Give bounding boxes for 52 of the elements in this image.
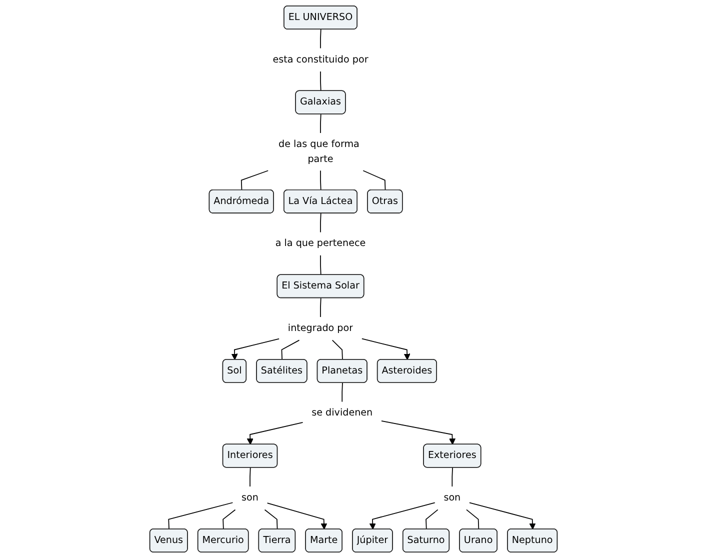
- connector-line: [362, 170, 386, 191]
- concept-box: Sol: [222, 358, 247, 383]
- concept-box: Otras: [367, 189, 403, 214]
- connector-line: [426, 509, 438, 530]
- connector-line: [320, 298, 322, 318]
- concept-box: Marte: [305, 528, 342, 552]
- connector-line: [264, 509, 278, 530]
- concept-box: Neptuno: [507, 528, 558, 552]
- concept-box: Galaxias: [295, 90, 346, 114]
- arrow: [231, 338, 280, 360]
- connector-line: [320, 212, 322, 233]
- linking-phrase: de las que forma parte: [278, 138, 360, 164]
- linking-phrase: son: [444, 492, 461, 504]
- linking-phrase: integrado por: [288, 322, 354, 334]
- connector-line: [168, 502, 234, 530]
- connector-line: [342, 382, 343, 402]
- linking-phrase: se dividenen: [312, 408, 373, 419]
- concept-box: Satélites: [256, 358, 308, 383]
- concept-box: Andrómeda: [208, 189, 274, 214]
- arrow: [361, 338, 410, 360]
- arrow: [369, 502, 436, 530]
- connector-line: [222, 509, 236, 530]
- concept-box: Tierra: [258, 528, 296, 552]
- concept-box: EL UNIVERSO: [284, 6, 358, 30]
- connector-line: [320, 71, 322, 92]
- concept-box: Saturno: [402, 528, 450, 552]
- concept-box: Urano: [459, 528, 498, 552]
- concept-box: La Vía Láctea: [284, 189, 358, 214]
- concept-box: Planetas: [316, 358, 368, 383]
- concept-box: Exteriores: [423, 444, 482, 468]
- connector-line: [320, 29, 322, 49]
- arrow: [266, 502, 328, 530]
- connector-line: [320, 254, 322, 276]
- arrow: [469, 502, 536, 530]
- connector-line: [320, 170, 322, 191]
- linking-phrase: son: [242, 492, 258, 504]
- connector-line: [332, 340, 343, 360]
- arrow: [246, 422, 304, 445]
- connector-line: [320, 114, 322, 134]
- connector-line: [452, 467, 453, 487]
- connector-line: [281, 340, 300, 360]
- concept-box: Venus: [149, 528, 188, 552]
- concept-box: El Sistema Solar: [276, 274, 364, 298]
- concept-box: Mercurio: [197, 528, 249, 552]
- linking-phrase: a la que pertenece: [275, 238, 366, 250]
- linking-phrase: esta constituido por: [272, 54, 368, 66]
- connector-line: [250, 467, 251, 487]
- concept-box: Asteroides: [376, 358, 437, 383]
- connector-line: [466, 509, 480, 530]
- arrow: [381, 420, 456, 445]
- concept-box: Interiores: [222, 444, 278, 468]
- connector-line: [240, 170, 269, 191]
